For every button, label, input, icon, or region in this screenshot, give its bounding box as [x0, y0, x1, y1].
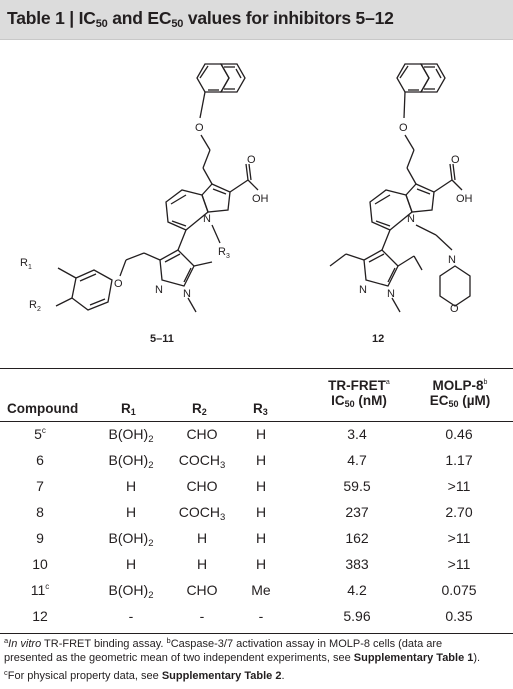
svg-text:R: R — [218, 246, 226, 258]
table-row: 11c B(OH)2 CHO Me 4.2 0.075 — [0, 582, 513, 604]
cell-r1: H — [125, 504, 137, 520]
structure-label-left: 5–11 — [150, 333, 174, 345]
svg-text:3: 3 — [226, 253, 230, 260]
cell-compound: 12 — [32, 608, 48, 624]
cell-compound: 6 — [36, 452, 44, 468]
table-row: 8 H COCH3 H 237 2.70 — [0, 504, 513, 526]
cell-ec50: 2.70 — [445, 504, 473, 520]
cell-ic50: 4.7 — [347, 452, 367, 468]
table-rule-top — [0, 368, 513, 369]
cell-r2: - — [199, 608, 205, 624]
svg-text:R: R — [29, 299, 37, 311]
table-row: 12 - - - 5.96 0.35 — [0, 608, 513, 630]
cell-ic50: 4.2 — [347, 582, 367, 598]
chemical-structures: O O OH N R 3 N N O — [20, 63, 473, 345]
cell-r1: H — [125, 556, 137, 572]
svg-text:O: O — [450, 303, 459, 315]
svg-text:N: N — [387, 288, 395, 300]
svg-text:2: 2 — [37, 306, 41, 313]
cell-r2: H — [196, 556, 208, 572]
cell-r2: CHO — [186, 582, 218, 598]
cell-r1: - — [128, 608, 134, 624]
cell-r3: H — [255, 556, 267, 572]
cell-compound: 10 — [32, 556, 48, 572]
cell-r3: - — [258, 608, 264, 624]
cell-ic50: 162 — [345, 530, 369, 546]
cell-ic50: 383 — [345, 556, 369, 572]
cell-compound: 9 — [36, 530, 44, 546]
svg-text:OH: OH — [252, 193, 269, 205]
svg-text:N: N — [183, 288, 191, 300]
svg-text:OH: OH — [456, 193, 473, 205]
cell-r1: B(OH)2 — [108, 426, 154, 445]
svg-text:O: O — [114, 278, 123, 290]
cell-ec50: 0.46 — [445, 426, 473, 442]
table-row: 6 B(OH)2 COCH3 H 4.7 1.17 — [0, 452, 513, 474]
cell-r2: COCH3 — [178, 504, 226, 523]
cell-r3: H — [255, 478, 267, 494]
cell-ic50: 5.96 — [343, 608, 371, 624]
header-trfret: TR-FRETa IC50 (nM) — [328, 378, 390, 409]
structure-label-right: 12 — [372, 333, 384, 345]
structure-5-11: O O OH N R 3 N N O — [20, 63, 269, 313]
table-row: 7 H CHO H 59.5 >11 — [0, 478, 513, 500]
table-row: 5c B(OH)2 CHO H 3.4 0.46 — [0, 426, 513, 448]
cell-compound: 7 — [36, 478, 44, 494]
header-molp8: MOLP-8b EC50 (µM) — [429, 378, 491, 409]
cell-r1: B(OH)2 — [108, 452, 154, 471]
cell-r1: B(OH)2 — [108, 530, 154, 549]
svg-text:O: O — [247, 154, 256, 166]
cell-r3: H — [255, 530, 267, 546]
svg-text:N: N — [203, 213, 211, 225]
cell-ec50: >11 — [447, 530, 471, 546]
structure-12: O O OH N N O N N — [329, 63, 473, 315]
svg-text:N: N — [407, 213, 415, 225]
cell-r3: H — [255, 504, 267, 520]
cell-r2: CHO — [186, 478, 218, 494]
table-rule-mid — [0, 421, 513, 422]
cell-compound: 5c — [34, 426, 46, 442]
header-r1: R1 — [121, 401, 136, 417]
cell-r3: Me — [251, 582, 271, 598]
svg-text:N: N — [155, 284, 163, 296]
header-compound: Compound — [7, 401, 79, 416]
table-title: Table 1 | IC50 and EC50 values for inhib… — [7, 8, 394, 30]
svg-text:R: R — [20, 257, 28, 269]
footnote-line-2: presented as the geometric mean of two i… — [4, 652, 481, 664]
cell-ic50: 59.5 — [343, 478, 371, 494]
cell-ic50: 237 — [345, 504, 369, 520]
header-r3: R3 — [253, 401, 268, 417]
svg-text:N: N — [359, 284, 367, 296]
cell-r2: CHO — [186, 426, 218, 442]
svg-text:N: N — [448, 254, 456, 266]
cell-ec50: >11 — [447, 478, 471, 494]
footnote-line-1: aIn vitro TR-FRET binding assay. bCaspas… — [4, 636, 443, 650]
atom-o: O — [195, 122, 204, 134]
svg-text:1: 1 — [28, 264, 32, 271]
cell-ec50: 0.35 — [445, 608, 473, 624]
svg-text:O: O — [399, 122, 408, 134]
header-r2: R2 — [192, 401, 207, 417]
table-row: 9 B(OH)2 H H 162 >11 — [0, 530, 513, 552]
cell-compound: 8 — [36, 504, 44, 520]
table-rule-bottom — [0, 633, 513, 634]
cell-r3: H — [255, 452, 267, 468]
cell-ic50: 3.4 — [347, 426, 367, 442]
cell-compound: 11c — [30, 582, 50, 598]
table-row: 10 H H H 383 >11 — [0, 556, 513, 578]
svg-text:O: O — [451, 154, 460, 166]
title-bar: Table 1 | IC50 and EC50 values for inhib… — [0, 0, 513, 40]
cell-ec50: >11 — [447, 556, 471, 572]
cell-r3: H — [255, 426, 267, 442]
cell-ec50: 0.075 — [441, 582, 477, 598]
cell-r2: COCH3 — [178, 452, 226, 471]
cell-ec50: 1.17 — [445, 452, 473, 468]
cell-r1: B(OH)2 — [108, 582, 154, 601]
cell-r1: H — [125, 478, 137, 494]
footnote-line-3: cFor physical property data, see Supplem… — [4, 668, 285, 682]
cell-r2: H — [196, 530, 208, 546]
